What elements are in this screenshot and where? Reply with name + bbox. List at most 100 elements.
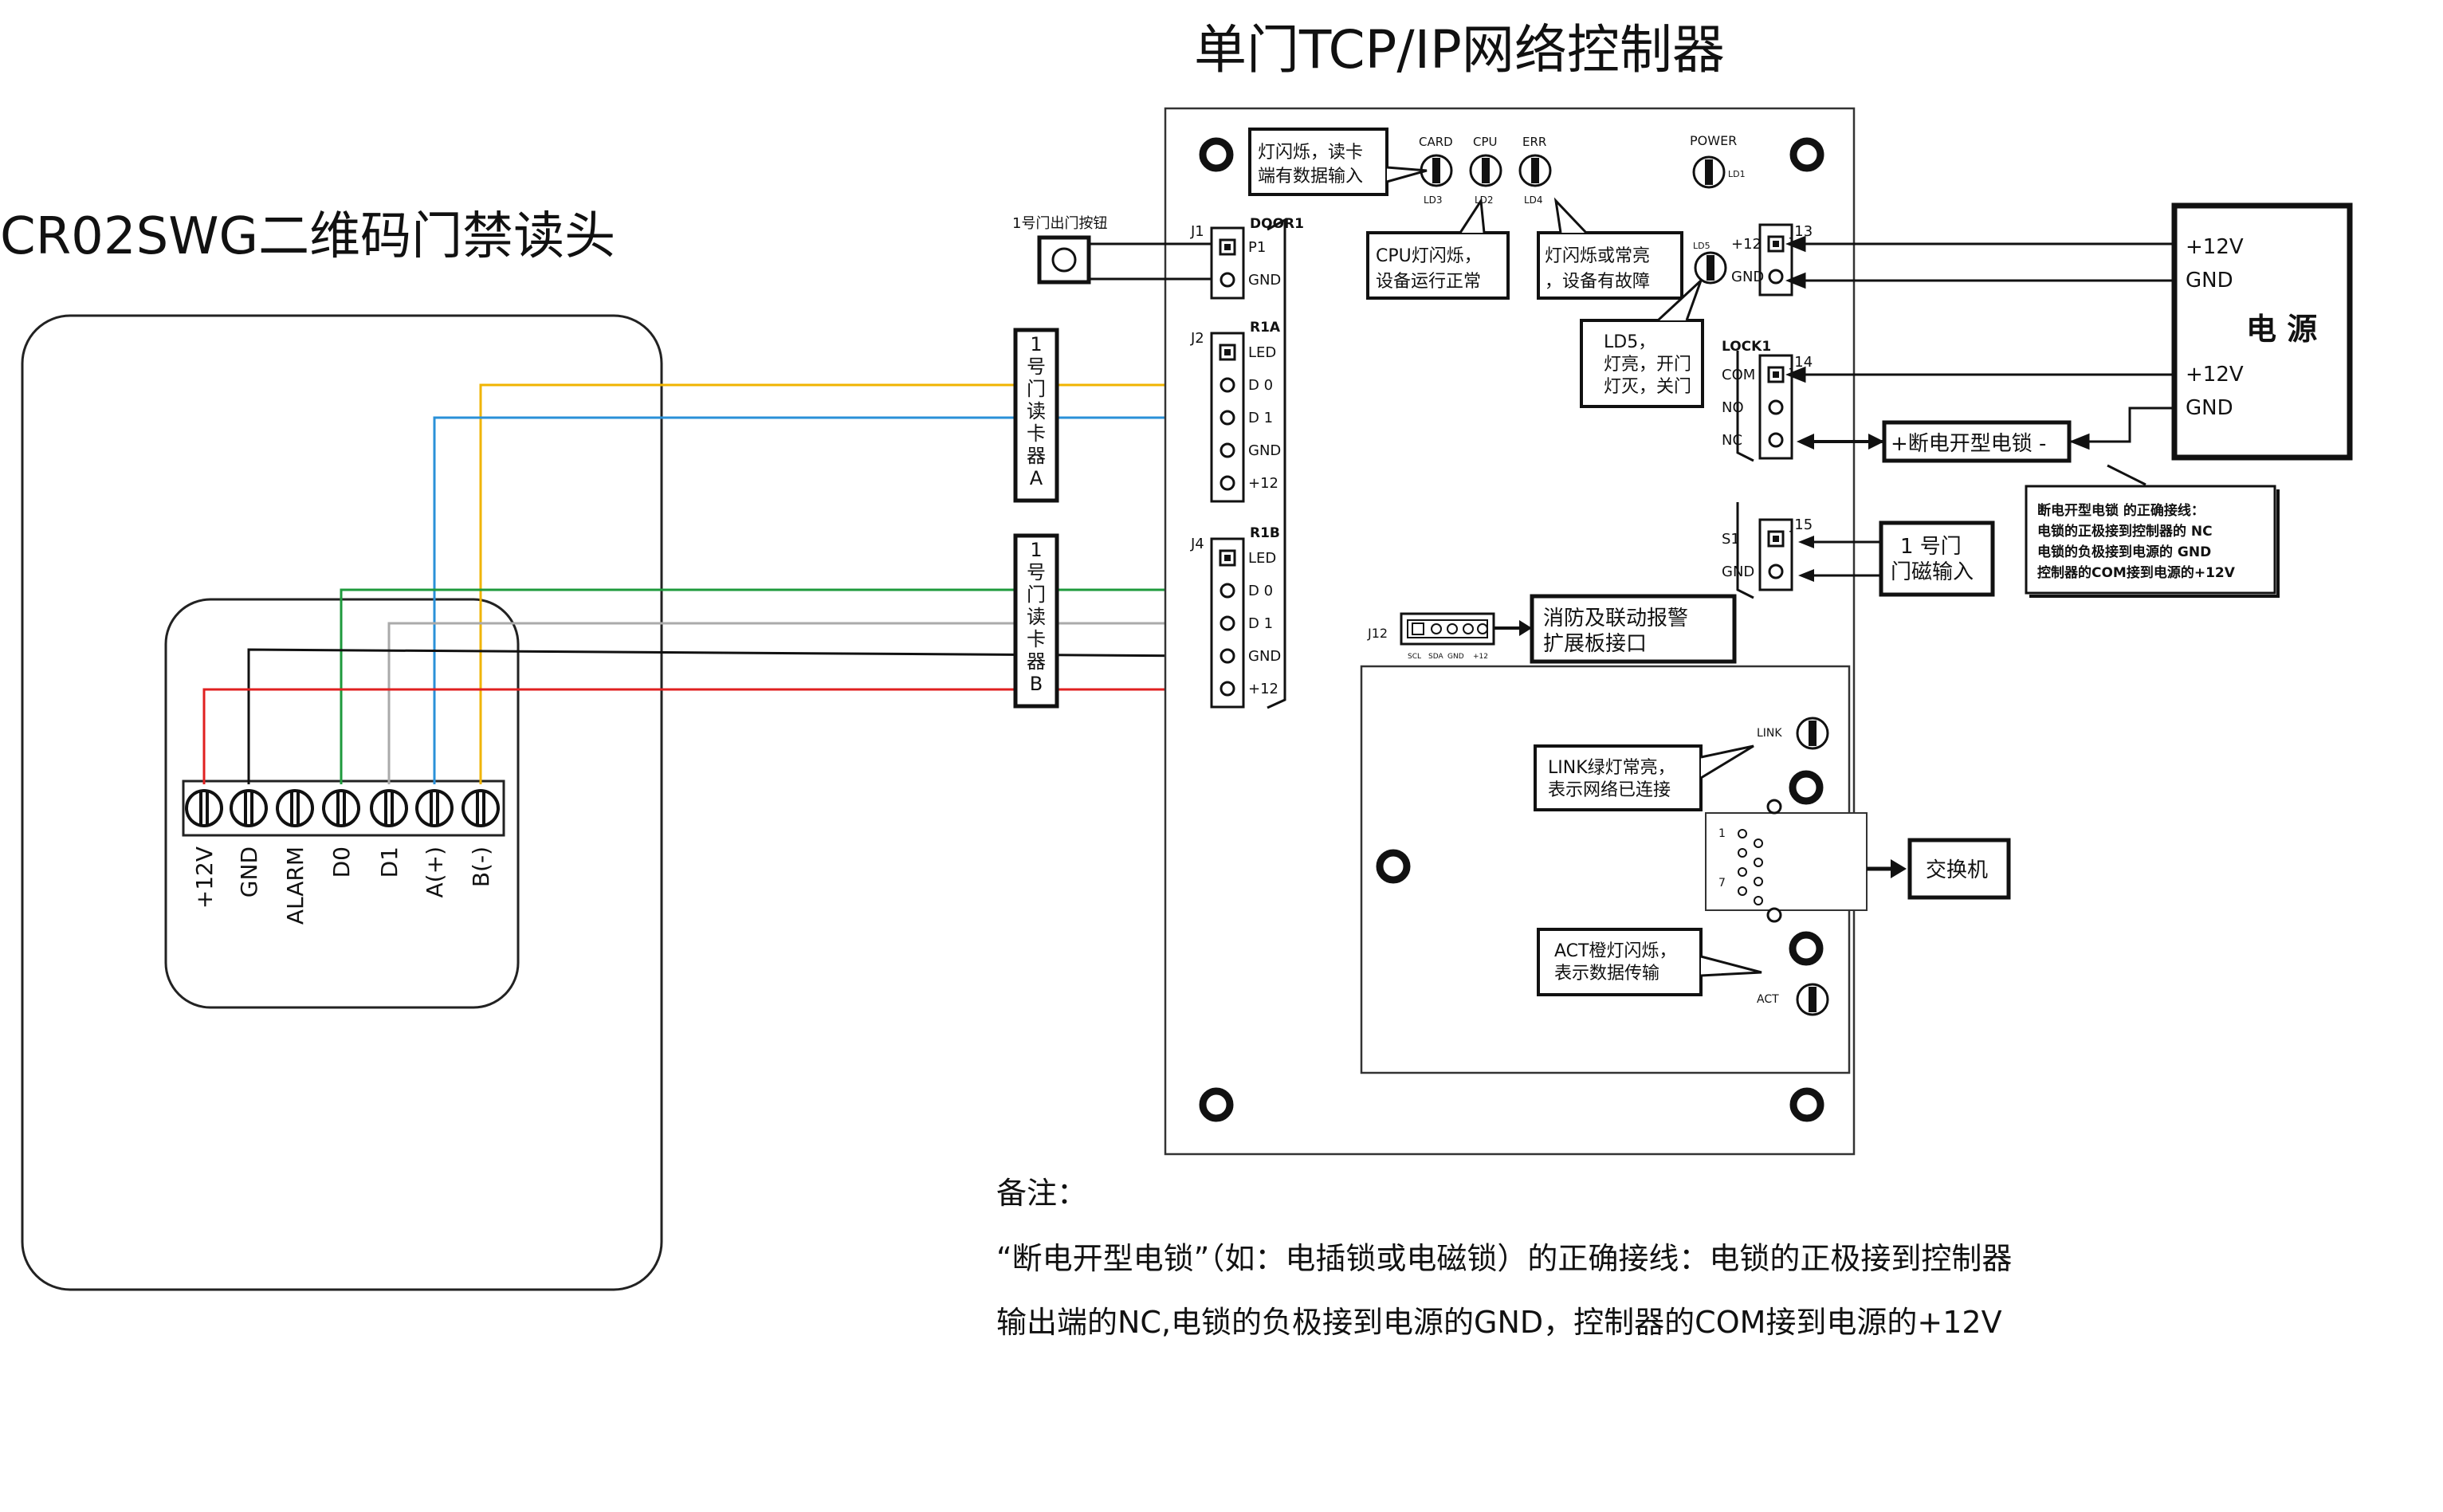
svg-text:SCL: SCL	[1408, 653, 1421, 661]
svg-text:设备运行正常: 设备运行正常	[1376, 272, 1481, 292]
notes-line-2: 输出端的NC,电锁的负极接到电源的GND，控制器的COM接到电源的+12V	[996, 1305, 2002, 1340]
power-wires	[1785, 235, 2174, 450]
reader-label-char: B	[1030, 673, 1043, 695]
door-sensor-box: 1 号门 门磁输入	[1798, 520, 1995, 597]
svg-text:LINK绿灯常亮，: LINK绿灯常亮，	[1548, 758, 1675, 778]
svg-text:端有数据输入: 端有数据输入	[1258, 167, 1363, 187]
wire-black	[247, 648, 1204, 784]
ld5-led-icon: LD5	[1693, 241, 1727, 285]
door-exit-button: 1号门出门按钮	[1012, 215, 1107, 285]
lock-bracket	[1736, 351, 1754, 462]
j2-connector: LED D 0 D 1 GND +12 J2 R1A	[1190, 320, 1281, 503]
connector-header: R1B	[1250, 525, 1280, 541]
err-led-icon: ERR LD4	[1518, 135, 1552, 206]
pin-label: D 1	[1248, 410, 1273, 426]
reader-label-char: 1	[1030, 333, 1042, 355]
svg-text:J12: J12	[1367, 626, 1388, 641]
mounting-holes	[1199, 137, 1824, 1122]
connector-id: J14	[1789, 354, 1813, 371]
svg-text:1号门出门按钮: 1号门出门按钮	[1012, 215, 1107, 232]
power-led-icon: POWER LD1	[1690, 133, 1746, 189]
notes-heading: 备注：	[996, 1176, 1088, 1211]
pin-label: LED	[1248, 344, 1276, 361]
svg-text:CPU灯闪烁，: CPU灯闪烁，	[1376, 246, 1482, 266]
terminal-label: +12V	[191, 846, 218, 909]
connector-id: J15	[1789, 516, 1813, 533]
lock-note: 断电开型电锁 的正确接线： 电锁的正极接到控制器的 NC 电锁的负极接到电源的 …	[2025, 485, 2280, 598]
reader-outline	[21, 314, 663, 1291]
svg-text:电锁的负极接到电源的 GND: 电锁的负极接到电源的 GND	[2037, 544, 2211, 560]
svg-text:表示网络已连接: 表示网络已连接	[1548, 780, 1671, 800]
terminal-screw-5	[415, 789, 454, 827]
pin-label: LED	[1248, 550, 1276, 567]
connector-id: J2	[1190, 330, 1204, 347]
callout-act: ACT橙灯闪烁， 表示数据传输	[1537, 928, 1762, 996]
terminal-screw-1	[230, 789, 268, 827]
svg-text:电锁的正极接到控制器的 NC: 电锁的正极接到控制器的 NC	[2037, 523, 2213, 540]
terminal-screw-3	[322, 789, 360, 827]
callout-cpu: CPU灯闪烁， 设备运行正常	[1366, 197, 1510, 300]
wires	[202, 383, 1204, 784]
svg-text:灯闪烁，读卡: 灯闪烁，读卡	[1258, 143, 1363, 163]
wire-blue	[433, 416, 1204, 784]
controller-title: 单门TCP/IP网络控制器	[1194, 19, 1725, 81]
header-bracket	[1267, 218, 1286, 709]
svg-text:，设备有故障: ，设备有故障	[1545, 272, 1650, 292]
notes-line-1: “断电开型电锁”（如：电插锁或电磁锁）的正确接线：电锁的正极接到控制器	[996, 1241, 2013, 1276]
svg-text:LD5: LD5	[1693, 241, 1710, 251]
svg-text:ACT: ACT	[1757, 993, 1779, 1006]
reader-label-char: 号	[1027, 561, 1046, 583]
reader-label-char: A	[1030, 467, 1043, 489]
wire-red	[202, 688, 1204, 784]
svg-text:SDA: SDA	[1428, 653, 1443, 661]
svg-text:灯闪烁或常亮: 灯闪烁或常亮	[1545, 246, 1650, 266]
pin-label: GND	[1248, 442, 1281, 459]
connector-id: J13	[1789, 223, 1813, 240]
link-led-icon: LINK	[1757, 717, 1829, 750]
power-supply: 电 源 +12V GND +12V GND	[2171, 202, 2353, 461]
svg-text:LD1: LD1	[1728, 169, 1746, 179]
svg-text:交换机: 交换机	[1926, 858, 1988, 882]
reader-label-char: 门	[1027, 378, 1046, 400]
pin-label: P1	[1248, 239, 1266, 256]
pin-label: NO	[1722, 399, 1744, 416]
svg-text:LD5，: LD5，	[1604, 332, 1656, 352]
reader-title: CR02SWG二维码门禁读头	[0, 207, 615, 266]
j12-connector: J12 SCL SDA GND +12	[1367, 612, 1495, 661]
svg-text:消防及联动报警: 消防及联动报警	[1543, 607, 1688, 630]
pin-label: +12	[1248, 475, 1278, 492]
svg-text:POWER: POWER	[1690, 133, 1737, 148]
terminal-label: ALARM	[282, 846, 308, 925]
pin-label: GND	[1731, 269, 1764, 285]
pin-label: D 0	[1248, 583, 1273, 599]
svg-text:扩展板接口: 扩展板接口	[1543, 632, 1647, 656]
callout-card: 灯闪烁，读卡 端有数据输入	[1248, 128, 1428, 196]
pin-label: NC	[1722, 432, 1742, 449]
lock-box: +断电开型电锁 -	[1797, 420, 2146, 486]
pin-label: D 0	[1248, 377, 1273, 394]
reader-label-char: 卡	[1027, 628, 1046, 650]
terminal-label: GND	[236, 846, 262, 897]
reader-terminal-block	[182, 780, 505, 837]
terminal-label: A(+)	[422, 846, 448, 897]
callout-fire: 消防及联动报警 扩展板接口	[1494, 594, 1737, 664]
pin-label: +12	[1248, 681, 1278, 697]
rj45-port: 1 7	[1705, 799, 1868, 923]
pin-label: GND	[1248, 272, 1281, 289]
connector-header: R1A	[1250, 320, 1281, 336]
wire-green	[340, 588, 1204, 784]
reader-label-char: 号	[1027, 355, 1046, 378]
reader-label-char: 卡	[1027, 422, 1046, 445]
svg-text:LD4: LD4	[1524, 194, 1543, 206]
svg-text:LD2: LD2	[1475, 194, 1494, 206]
switch-box: 交换机	[1867, 838, 2011, 900]
svg-text:+12V: +12V	[2186, 363, 2244, 387]
reader-label-char: 1	[1030, 539, 1042, 561]
svg-text:电 源: 电 源	[2246, 312, 2317, 347]
callout-link: LINK绿灯常亮， 表示网络已连接	[1534, 744, 1754, 811]
